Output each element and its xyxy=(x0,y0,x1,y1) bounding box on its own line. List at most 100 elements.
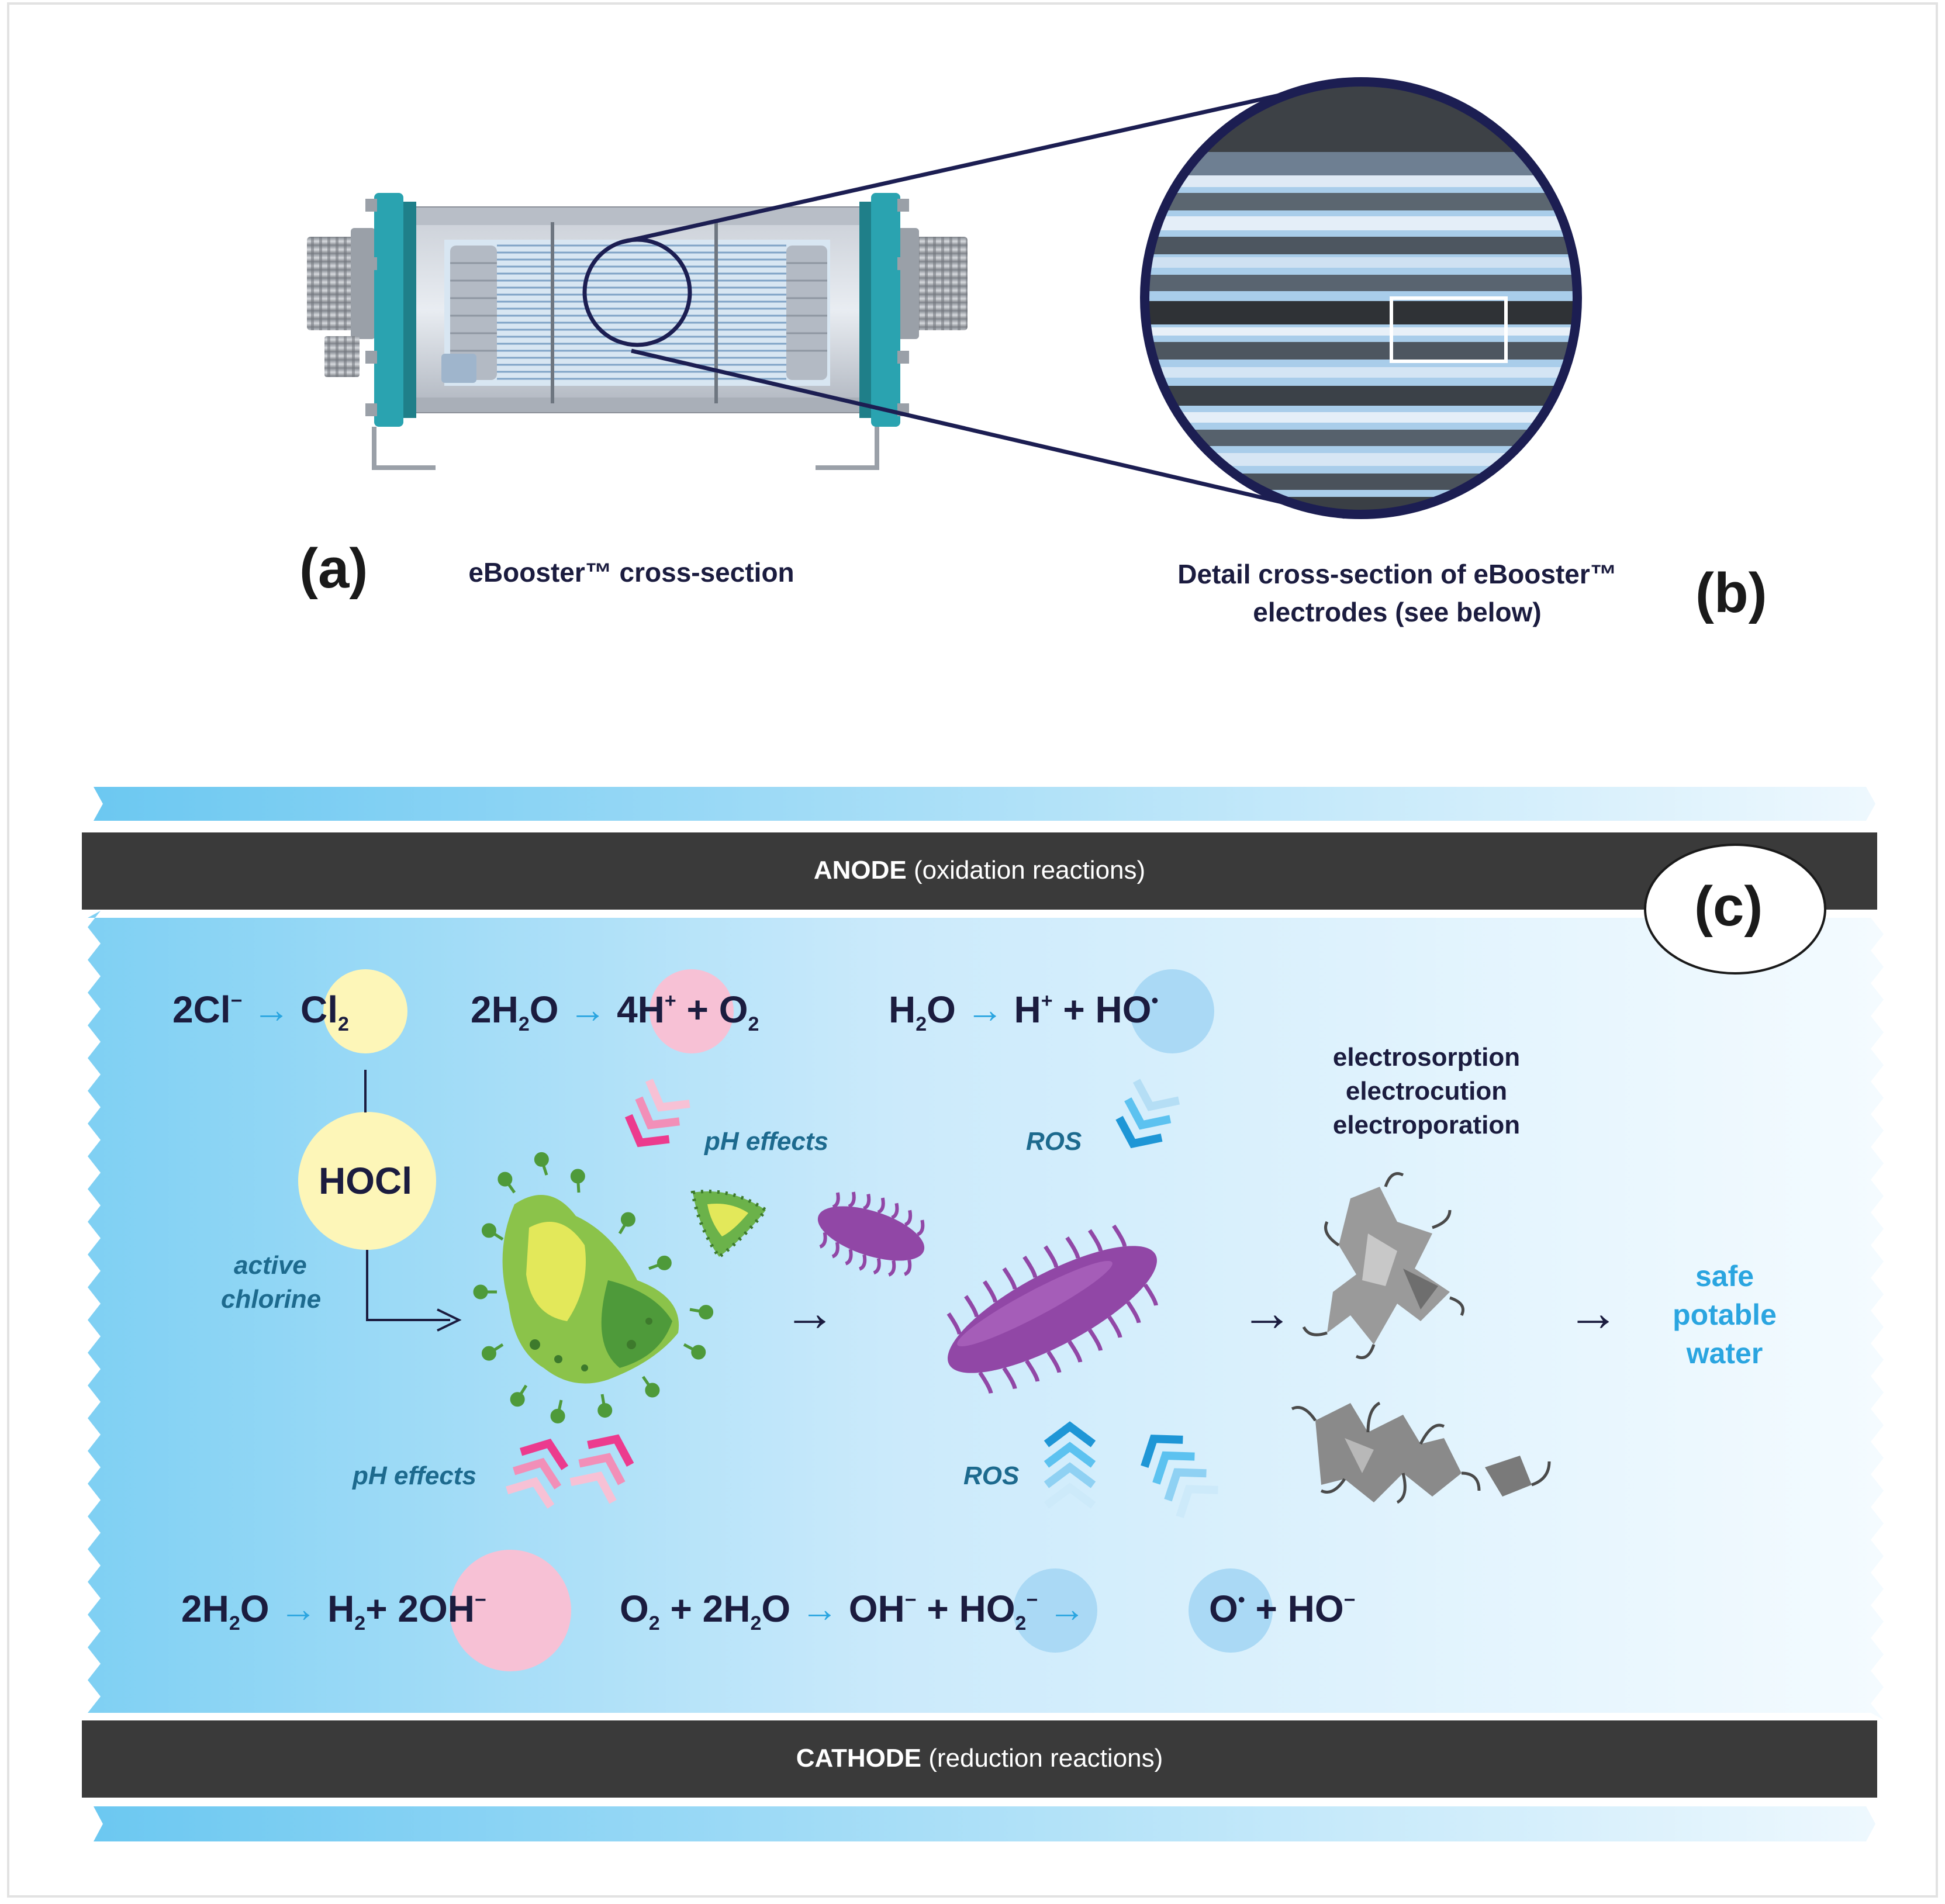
safe-water-line3: water xyxy=(1686,1337,1763,1370)
electrode-plate-band xyxy=(1145,216,1577,230)
bacterium-flagellum xyxy=(1044,1245,1059,1268)
bacterium-flagellum xyxy=(1143,1283,1158,1306)
ph-chevrons-bottom-1 xyxy=(506,1438,569,1509)
panel-a-caption: eBooster™ cross-section xyxy=(468,557,794,588)
cathode-eq-hydrogen: 2H2O → H2+ 2OH− xyxy=(181,1587,486,1635)
anode-label: ANODE (oxidation reactions) xyxy=(82,856,1877,885)
flow-arrow-3: → xyxy=(1567,1284,1619,1342)
anode-name: ANODE xyxy=(813,856,907,884)
electrode-plate-band xyxy=(1145,386,1577,406)
electrode-plate-band xyxy=(1145,367,1577,378)
ros-top: ROS xyxy=(1026,1127,1082,1156)
eq-sup: − xyxy=(1343,1589,1356,1611)
electrode-plate-band xyxy=(1145,430,1577,446)
eq-term: H xyxy=(327,1588,355,1630)
virus-spike-tip xyxy=(510,1392,525,1407)
eq-term: Cl xyxy=(300,989,338,1031)
bacterium-flagellum xyxy=(862,1194,871,1211)
electrode-plate-band xyxy=(1145,193,1577,210)
anode-eq-chlorine: 2Cl− → Cl2 xyxy=(172,988,349,1036)
electrode-plate-band xyxy=(1145,275,1577,291)
eq-sub: 2 xyxy=(354,1612,366,1635)
eq-sub: 2 xyxy=(750,1612,762,1635)
ph-chevrons-bottom-2 xyxy=(569,1434,634,1504)
anode-electrode-bar xyxy=(82,832,1877,910)
eq-sup: + xyxy=(1041,990,1053,1012)
cl2-bubble xyxy=(323,969,407,1053)
water-strip-top xyxy=(94,787,1875,821)
bacterium-flagellum xyxy=(845,1249,853,1266)
ho2-bubble xyxy=(1013,1568,1097,1653)
bacterium-flagellum xyxy=(891,1202,899,1219)
bacterium-flagellum xyxy=(1002,1367,1017,1390)
electrode-plate-band xyxy=(1145,301,1577,324)
electrode-plate-band xyxy=(1145,152,1577,175)
bacterium-flagellum xyxy=(1065,1236,1080,1259)
cathode-desc: (reduction reactions) xyxy=(928,1744,1163,1772)
process-electrosorption: electrosorption xyxy=(1332,1043,1521,1072)
bacterium-flagellum xyxy=(1002,1267,1017,1290)
eq-sup: − xyxy=(230,990,243,1012)
panel-a-label: (a) xyxy=(299,537,368,600)
eq-term: HO xyxy=(1095,989,1152,1031)
eq-term: + xyxy=(927,1588,949,1630)
eq-term: + O xyxy=(686,989,748,1031)
bacterium-flagellum xyxy=(917,1219,925,1236)
virus-spike-tip xyxy=(534,1152,549,1167)
panel-c-label: (c) xyxy=(1694,875,1763,938)
virus-spike-tip xyxy=(481,1223,496,1238)
eBooster-device xyxy=(307,193,968,470)
electrode-plate-band xyxy=(1145,412,1577,423)
electrode-plate-band xyxy=(1145,257,1577,268)
hocl-bubble xyxy=(298,1112,436,1250)
bacterium-flagellum xyxy=(903,1259,912,1276)
eq-term: O xyxy=(1209,1588,1238,1630)
eq-term: HO xyxy=(959,1588,1015,1630)
bacterium-flagellum xyxy=(832,1192,840,1209)
bacterium-flagellum xyxy=(1025,1359,1040,1382)
eq-term: 2OH xyxy=(398,1588,475,1630)
electrode-plate-band xyxy=(1145,342,1577,360)
flow-arrow-1: → xyxy=(783,1284,836,1342)
cathode-eq-oxygen-radical: O• + HO− xyxy=(1209,1587,1355,1630)
virus-spike-tip xyxy=(498,1172,513,1187)
eq-term: H xyxy=(1014,989,1041,1031)
eq-sup: + xyxy=(664,990,676,1012)
reaction-arrow: → xyxy=(279,1588,317,1630)
bacterium-flagellum xyxy=(1087,1328,1103,1351)
bacterium-flagellum xyxy=(819,1232,827,1249)
process-electrocution: electrocution xyxy=(1345,1077,1508,1105)
eq-term: 4H xyxy=(617,989,665,1031)
eq-sub: 2 xyxy=(648,1612,660,1635)
ros-bottom: ROS xyxy=(963,1461,1020,1490)
safe-water-line2: potable xyxy=(1673,1298,1777,1331)
eq-term: + xyxy=(365,1588,388,1630)
electrode-detail-zoom xyxy=(1140,77,1582,519)
bacterium-flagellum xyxy=(887,1260,896,1277)
cathode-label: CATHODE (reduction reactions) xyxy=(82,1744,1877,1773)
eq-term: H xyxy=(889,989,916,1031)
ph-chevrons-top xyxy=(624,1079,690,1148)
magnifier xyxy=(582,78,1345,519)
eq-term: + xyxy=(670,1588,692,1630)
electrode-plate-band xyxy=(1145,237,1577,254)
bacterium-flagellum xyxy=(1022,1255,1038,1278)
active-chlorine-line1: active xyxy=(234,1251,307,1280)
virus-spike-tip xyxy=(550,1408,565,1423)
bacterium-flagellum xyxy=(1112,1224,1127,1247)
electrode-plate-band xyxy=(1145,453,1577,466)
eq-term: O xyxy=(529,989,559,1031)
bacterium-flagellum xyxy=(904,1210,913,1226)
ros-chevrons-bottom-1 xyxy=(1044,1421,1096,1509)
bacterium-flagellum xyxy=(831,1242,840,1259)
anode-desc: (oxidation reactions) xyxy=(913,856,1146,884)
anode-eq-hydroxyl: H2O → H+ + HO• xyxy=(889,988,1158,1036)
reaction-arrow: → xyxy=(966,989,1004,1031)
figure-frame xyxy=(7,2,1938,1898)
eq-term: O xyxy=(927,989,956,1031)
bacterium-flagellum xyxy=(1046,1350,1062,1373)
electrode-plate-band xyxy=(1145,175,1577,187)
eq-sub: 2 xyxy=(518,1013,530,1035)
hocl-label: HOCl xyxy=(319,1160,412,1202)
